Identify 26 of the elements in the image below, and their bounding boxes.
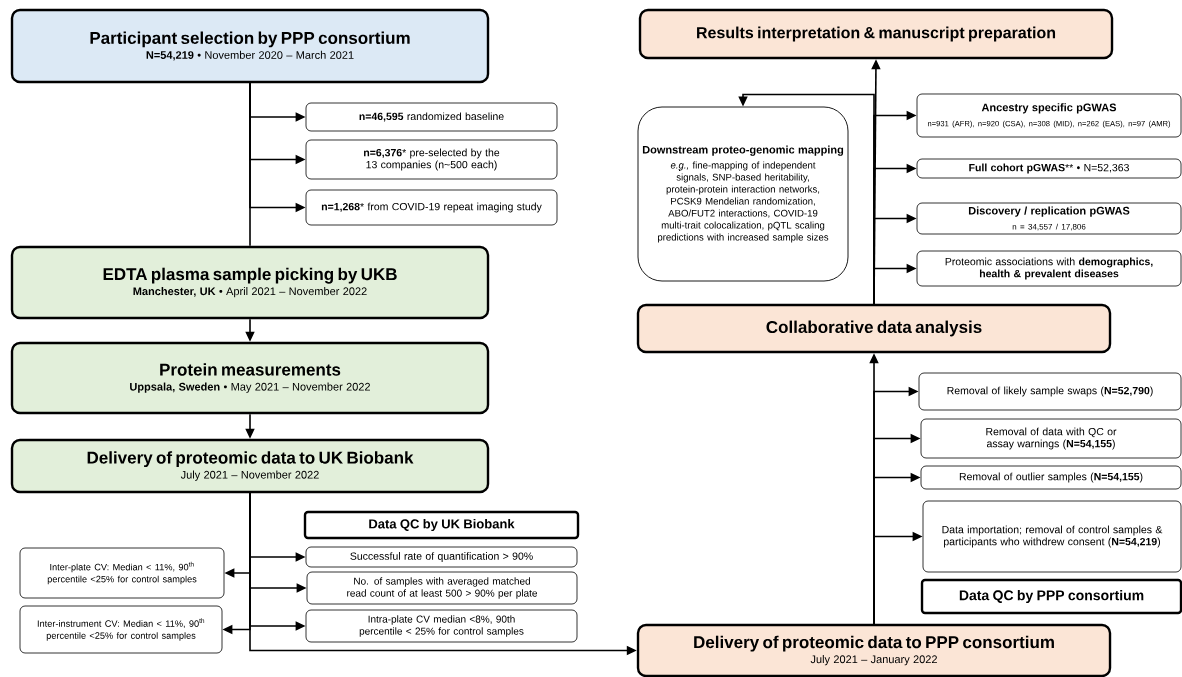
info-box: Proteomic associations with demographics, health & prevalent diseases xyxy=(916,250,1182,287)
process-box: Delivery of proteomic data to UK Biobank July 2021 – November 2022 xyxy=(10,438,490,494)
info-box: Full cohort pGWAS** • N=52,363 xyxy=(916,158,1182,179)
info-box: No. of samples with averaged matched read count of at least 500 > 90% per plate xyxy=(306,571,578,605)
connector-line xyxy=(249,82,251,247)
info-box: Removal of outlier samples (N=54,155) xyxy=(920,465,1182,490)
process-box: Results interpretation & manuscript preparation xyxy=(638,8,1114,60)
info-box: Removal of data with QC or assay warnings (N=54,155) xyxy=(920,418,1182,459)
heading-box: Data QC by UK Biobank xyxy=(303,510,580,540)
info-box: Inter-instrument CV: Median < 11%, 90$^{th}$ percentile <25% for control samples xyxy=(19,605,223,654)
info-box: Discovery / replication pGWAS n = 34,557 / 17,806 xyxy=(916,202,1182,235)
process-box: Delivery of proteomic data to PPP consortium July 2021 – January 2022 xyxy=(636,623,1112,677)
heading-box: Data QC by PPP consortium xyxy=(920,578,1182,615)
process-box: Protein measurements Uppsala, Sweden • May 2021 – November 2022 xyxy=(10,341,490,415)
process-box: Collaborative data analysis xyxy=(636,303,1112,354)
info-box: Inter-plate CV: Median < 11%, 90$^{th}$ percentile <25% for control samples xyxy=(19,547,225,599)
info-box: Intra-plate CV median <8%, 90th percentile < 25% for control samples xyxy=(305,609,578,643)
process-box: EDTA plasma sample picking by UKB Manchester, UK • April 2021 – November 2022 xyxy=(10,245,490,320)
info-box: n=46,595 randomized baseline xyxy=(305,102,558,132)
info-box: Successful rate of quantification > 90% xyxy=(305,546,578,568)
info-box: n=1,268* from COVID-19 repeat imaging study xyxy=(305,189,558,226)
info-box: n=6,376* pre-selected by the 13 companies (n~500 each) xyxy=(305,139,558,180)
info-box: Data importation; removal of control samples & participants who withdrew consent (N=54,219) xyxy=(922,500,1182,573)
info-box: Removal of likely sample swaps (N=52,790) xyxy=(918,372,1182,411)
process-box: Participant selection by PPP consortium N=54,219 • November 2020 – March 2021 xyxy=(10,8,490,84)
info-box: Downstream proteo-genomic mapping e.g., fine-mapping of independent signals, SNP-based heritability, protein-protein interaction networks, PCSK9 Mendelian randomization, ABO/FUT2 interactions, COVID-19 multi-trait colocalization, pQTL scaling predictions with increased sample sizes xyxy=(637,106,849,282)
